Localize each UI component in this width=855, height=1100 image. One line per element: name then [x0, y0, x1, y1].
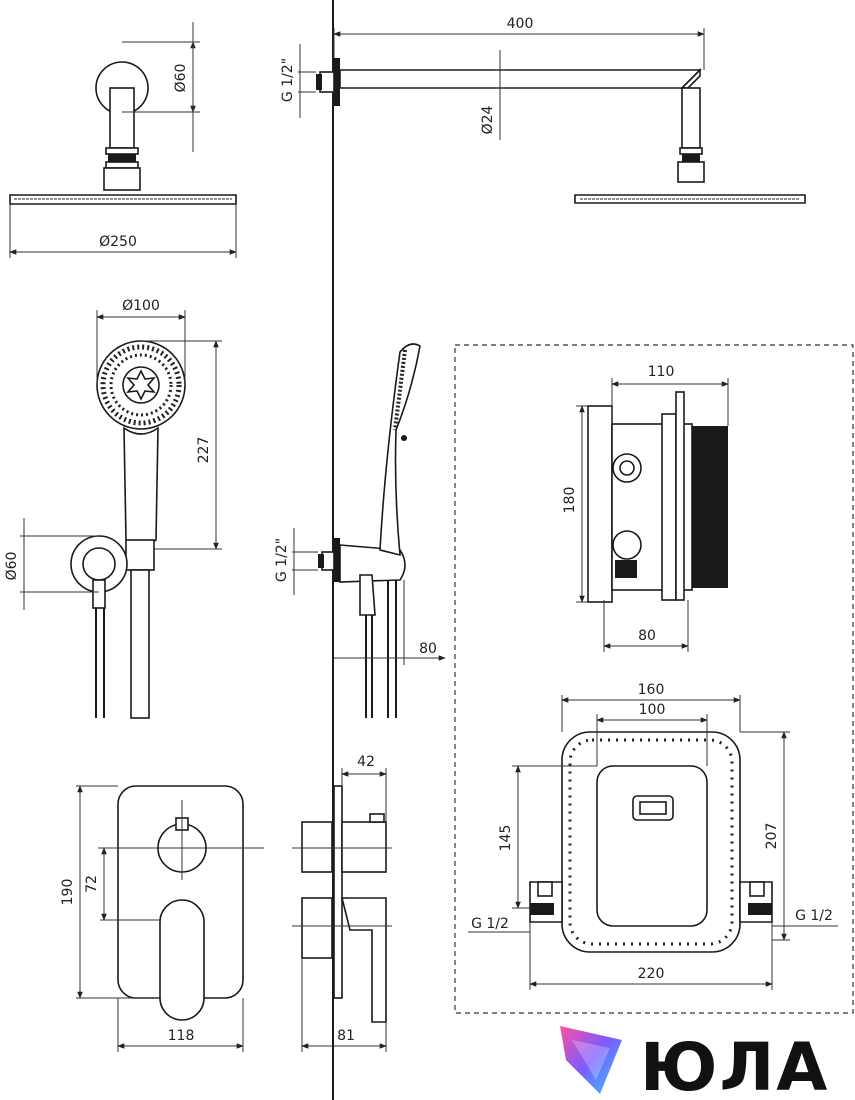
hand-projection-label: 80	[419, 641, 437, 657]
box-front-height-label: 207	[764, 823, 780, 850]
mixer-width-label: 118	[168, 1028, 195, 1044]
overhead-arm-length-label: 400	[507, 16, 534, 32]
box-side-view	[576, 378, 729, 652]
brand-logo: ЮЛА	[560, 1026, 829, 1100]
overhead-shower-front-view	[9, 22, 237, 258]
logo-text: ЮЛА	[640, 1029, 829, 1100]
mixer-total-depth-label: 81	[337, 1028, 355, 1044]
box-height-label: 180	[562, 487, 578, 514]
overhead-tube-dia-label: Ø24	[480, 105, 496, 134]
hand-length-label: 227	[196, 437, 212, 464]
mixer-side-view	[292, 768, 392, 1052]
mixer-face-view	[76, 785, 264, 1052]
overhead-head-dia-label: Ø250	[99, 234, 137, 250]
mixer-height-label: 190	[60, 879, 76, 906]
overhead-arm-dia-label: Ø60	[173, 64, 189, 93]
overhead-shower-side-view	[298, 28, 806, 204]
box-inlet-right-label: G 1/2	[795, 908, 833, 924]
hand-holder-dia-label: Ø60	[4, 552, 20, 581]
hand-shower-front-view	[20, 310, 222, 719]
hand-thread-label: G 1/2"	[274, 538, 290, 582]
box-front-inner-label: 100	[639, 702, 666, 718]
mixer-lever-offset-label: 72	[84, 875, 100, 893]
box-front-view	[468, 695, 838, 990]
box-width-label: 110	[648, 364, 675, 380]
hand-shower-side-view	[292, 343, 446, 718]
box-inlet-left-label: G 1/2	[471, 916, 509, 932]
box-depth-label: 80	[638, 628, 656, 644]
mixer-plate-depth-label: 42	[357, 754, 375, 770]
box-inlet-height-label: 145	[498, 825, 514, 852]
installation-box-frame	[454, 344, 854, 1014]
overhead-thread-label: G 1/2"	[280, 58, 296, 102]
box-bottom-width-label: 220	[638, 966, 665, 982]
box-front-outer-label: 160	[638, 682, 665, 698]
logo-mark-icon	[560, 1026, 622, 1094]
hand-head-dia-label: Ø100	[122, 298, 160, 314]
